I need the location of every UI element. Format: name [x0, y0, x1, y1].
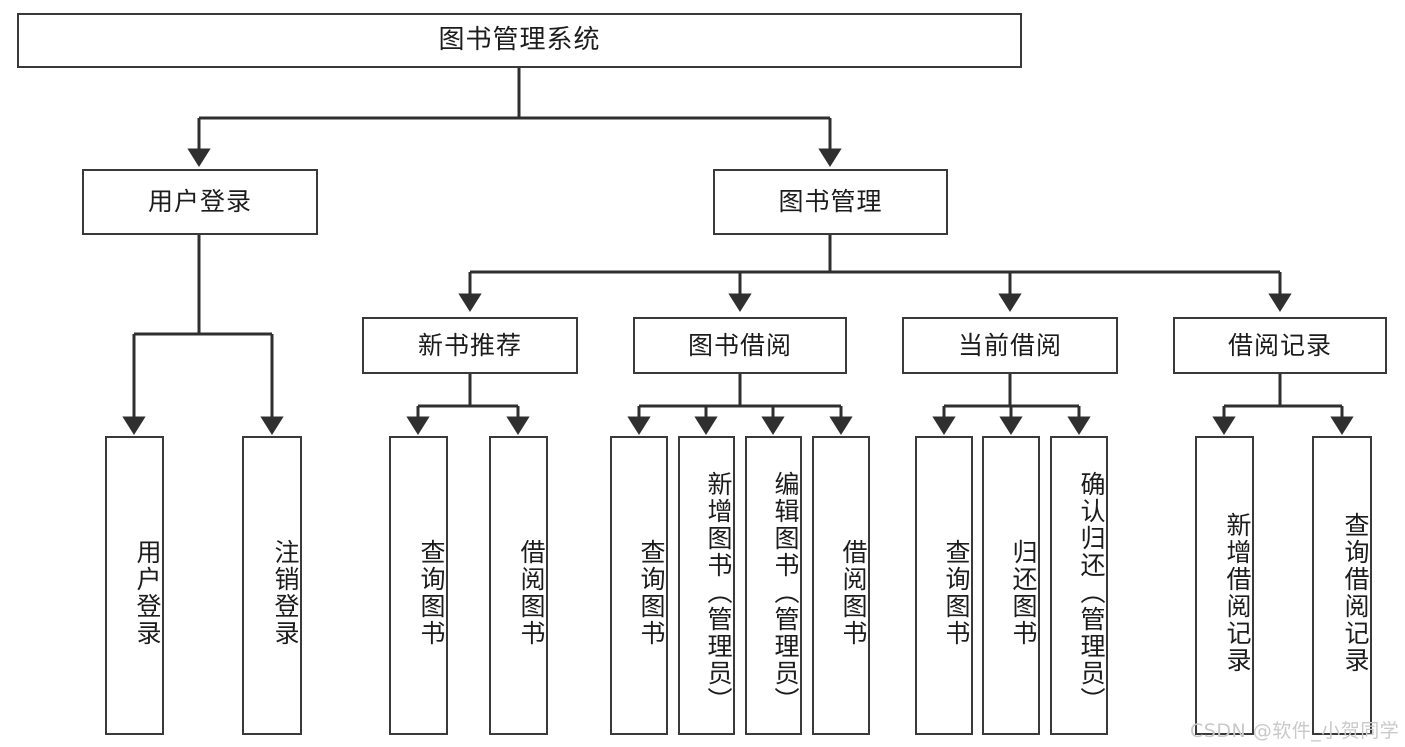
node-label: 新书推荐 — [417, 330, 522, 360]
node-leaf-query-book-2[interactable]: 查询图书 — [610, 436, 668, 735]
node-leaf-query-book-3[interactable]: 查询图书 — [915, 436, 973, 735]
node-leaf-user-login[interactable]: 用户登录 — [105, 436, 164, 735]
node-label: 注销登录 — [271, 538, 300, 647]
node-book-management[interactable]: 图书管理 — [713, 169, 948, 235]
node-label: 当前借阅 — [957, 330, 1062, 360]
node-label: 查询图书 — [417, 538, 446, 647]
node-label: 编辑图书（管理员） — [771, 471, 800, 714]
node-leaf-add-record[interactable]: 新增借阅记录 — [1195, 436, 1254, 735]
watermark-text: CSDN @软件_小贺同学 — [1190, 720, 1400, 742]
node-leaf-query-record[interactable]: 查询借阅记录 — [1312, 436, 1372, 735]
node-label: 图书管理 — [778, 187, 883, 216]
node-user-login[interactable]: 用户登录 — [82, 169, 318, 235]
node-label: 查询图书 — [637, 538, 666, 647]
node-leaf-borrow-book-2[interactable]: 借阅图书 — [812, 436, 870, 735]
node-label: 图书管理系统 — [438, 24, 601, 55]
node-label: 确认归还（管理员） — [1077, 471, 1106, 714]
node-label: 用户登录 — [133, 538, 162, 647]
node-label: 新增图书（管理员） — [704, 471, 733, 714]
node-book-borrow[interactable]: 图书借阅 — [633, 317, 847, 374]
node-leaf-edit-book[interactable]: 编辑图书（管理员） — [745, 436, 802, 735]
node-label: 新增借阅记录 — [1223, 511, 1252, 674]
node-label: 借阅图书 — [517, 538, 546, 647]
node-label: 图书借阅 — [687, 330, 792, 360]
node-leaf-add-book[interactable]: 新增图书（管理员） — [678, 436, 735, 735]
node-leaf-confirm-return[interactable]: 确认归还（管理员） — [1050, 436, 1108, 735]
node-new-book-recommend[interactable]: 新书推荐 — [362, 317, 578, 374]
node-label: 用户登录 — [147, 187, 252, 216]
node-leaf-return-book[interactable]: 归还图书 — [982, 436, 1040, 735]
node-label: 借阅图书 — [839, 538, 868, 647]
node-leaf-query-book-1[interactable]: 查询图书 — [389, 436, 448, 735]
node-label: 查询借阅记录 — [1341, 511, 1370, 674]
node-borrow-record[interactable]: 借阅记录 — [1173, 317, 1387, 374]
node-root-system[interactable]: 图书管理系统 — [17, 13, 1022, 68]
node-label: 借阅记录 — [1227, 330, 1332, 360]
node-leaf-logout[interactable]: 注销登录 — [242, 436, 302, 735]
node-leaf-borrow-book-1[interactable]: 借阅图书 — [489, 436, 548, 735]
node-label: 查询图书 — [942, 538, 971, 647]
node-current-borrow[interactable]: 当前借阅 — [902, 317, 1118, 374]
node-label: 归还图书 — [1009, 538, 1038, 647]
